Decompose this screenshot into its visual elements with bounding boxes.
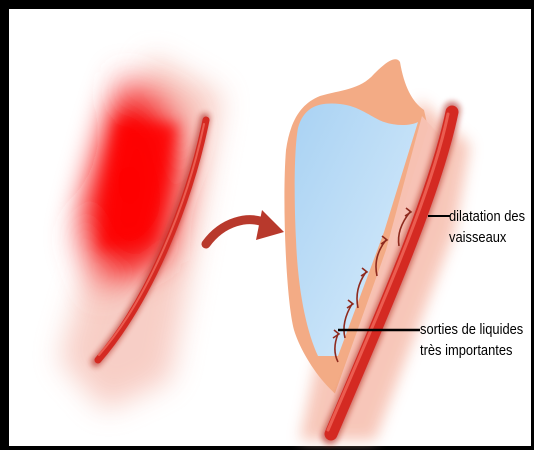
label-dilatation-des-vaisseaux: dilatation des vaisseaux: [449, 206, 525, 248]
transition-arrow-icon: [206, 210, 284, 244]
label-sorties-de-liquides: sorties de liquides très importantes: [420, 319, 523, 361]
label-sorties-line2: très importantes: [420, 340, 523, 361]
label-dilatation-line2: vaisseaux: [449, 227, 525, 248]
inflamed-tissue-left: [60, 55, 222, 410]
label-sorties-line1: sorties de liquides: [420, 319, 523, 340]
label-dilatation-line1: dilatation des: [449, 206, 525, 227]
